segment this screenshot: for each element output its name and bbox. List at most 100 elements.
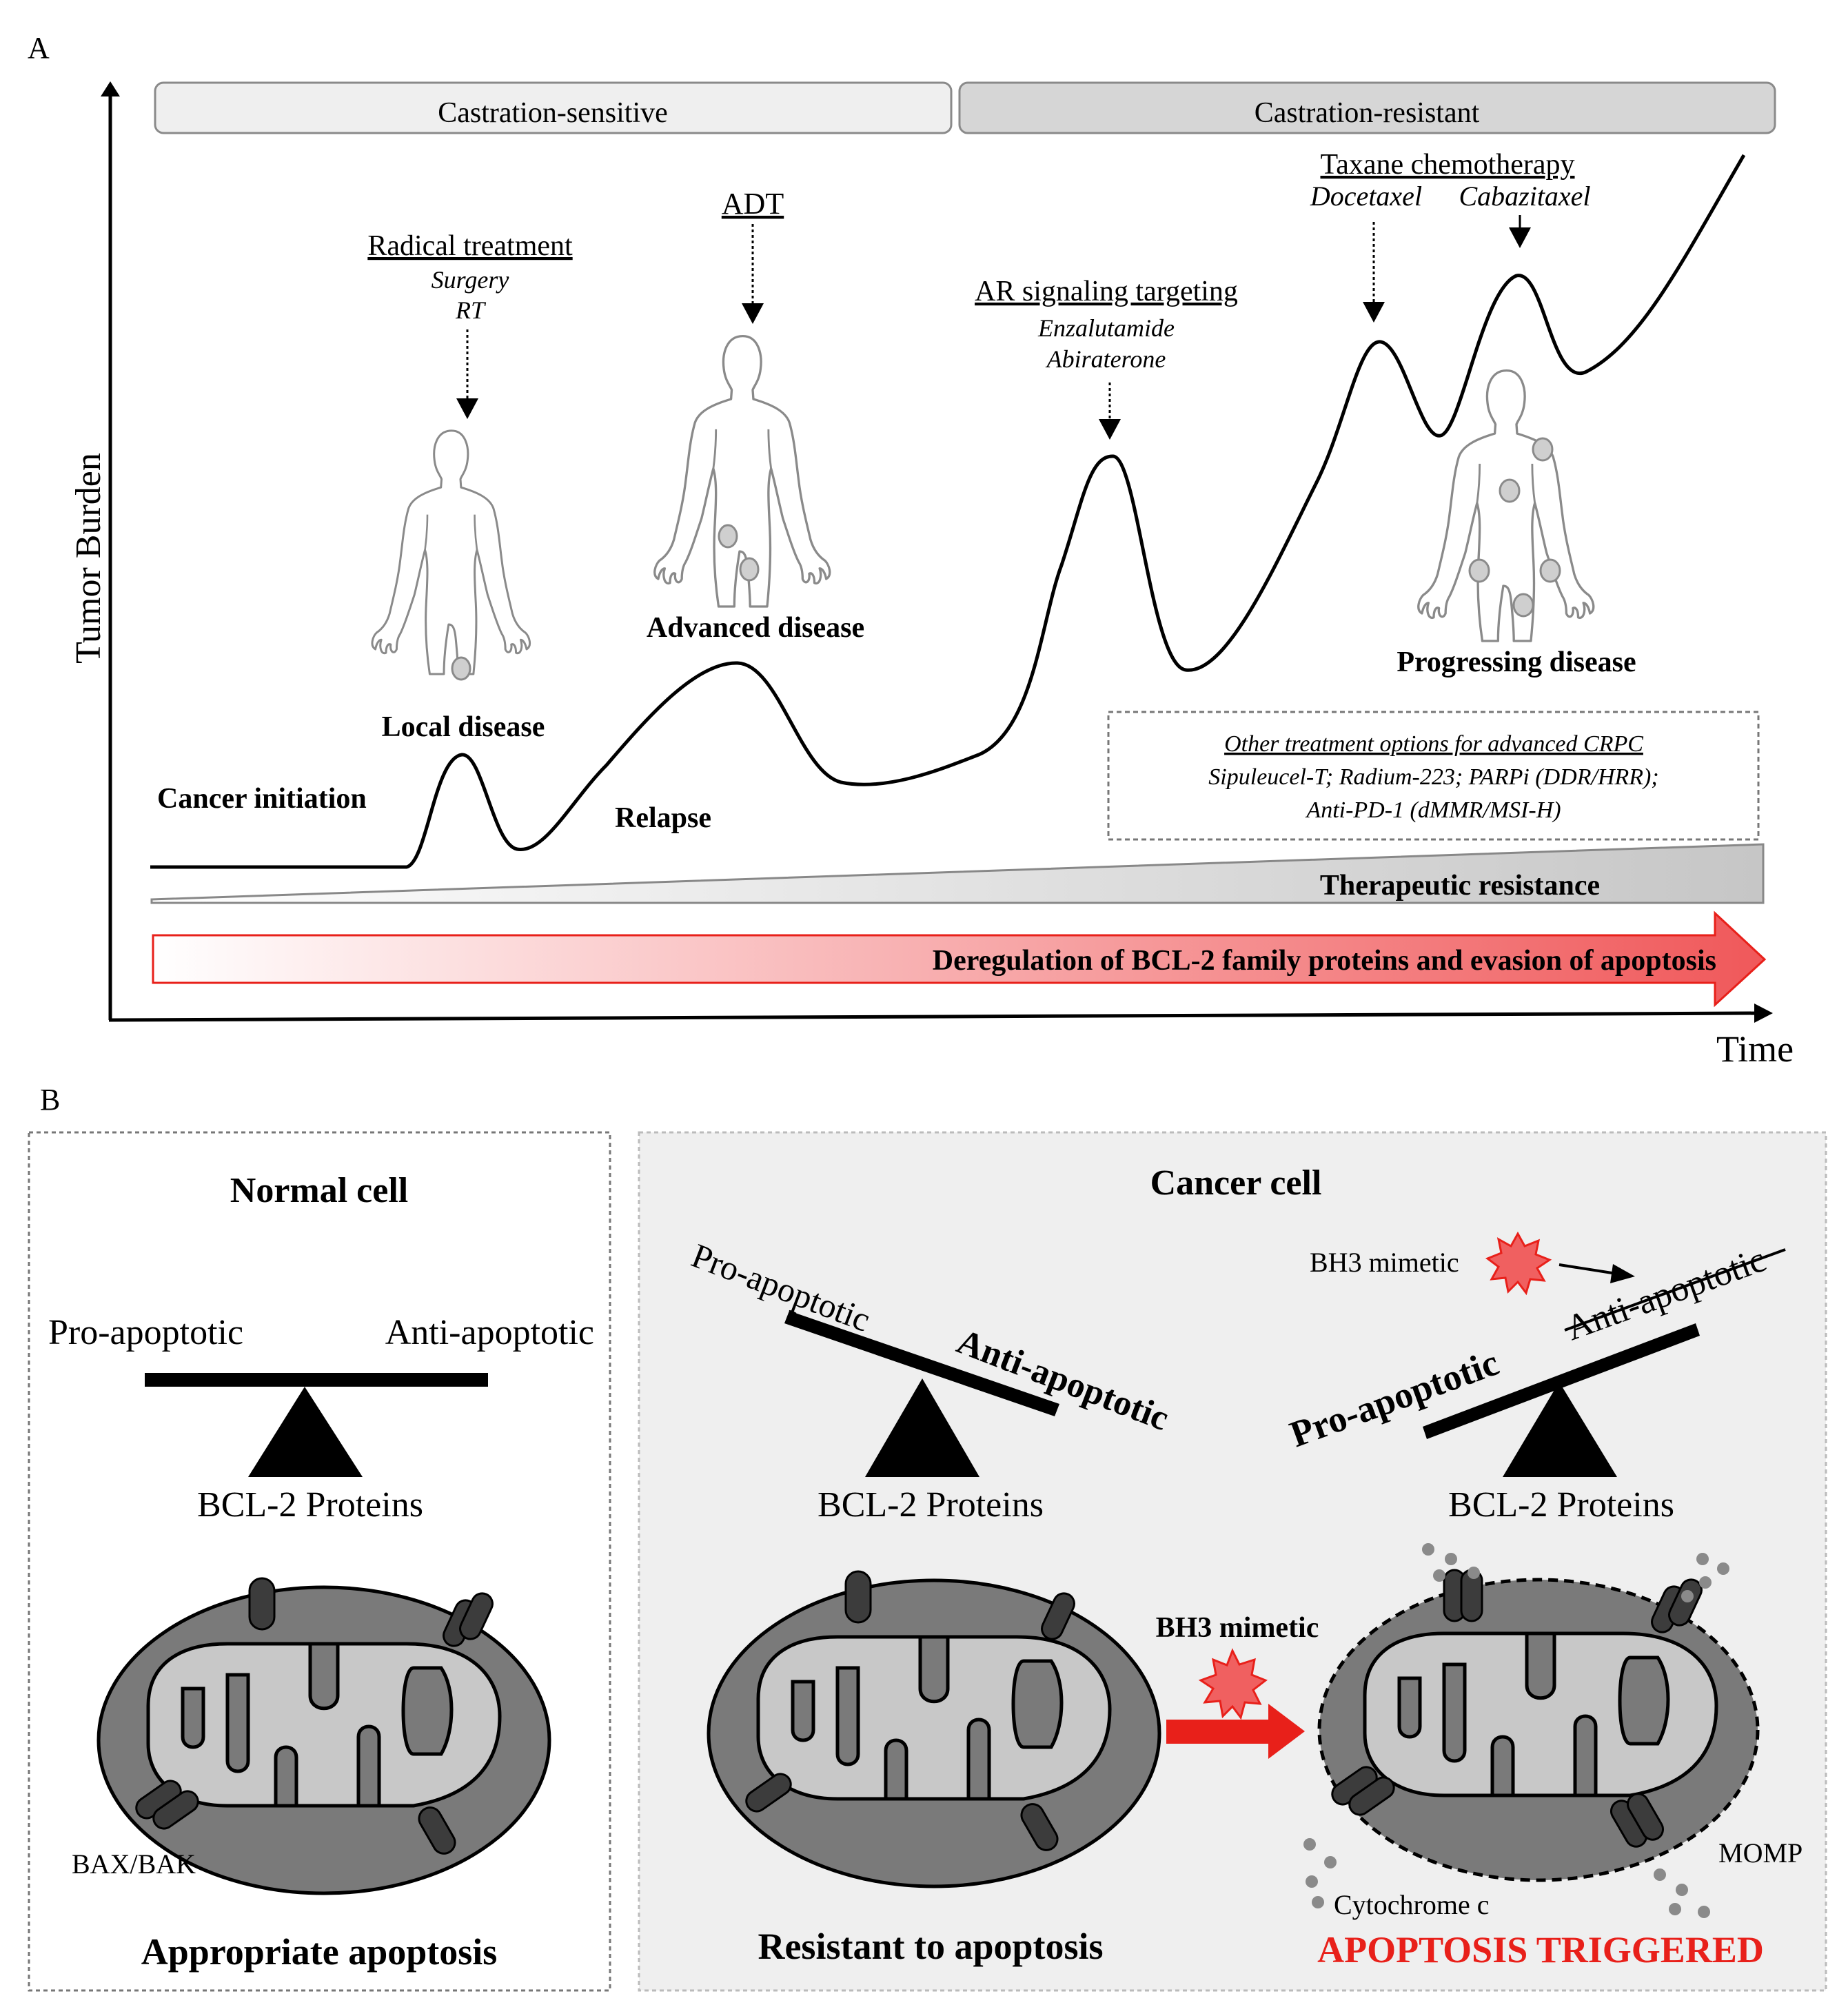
treatment-taxane-docetaxel: Docetaxel [1310,181,1422,212]
treatment-taxane-cabazitaxel: Cabazitaxel [1459,181,1590,212]
cytochrome-c-molecule [1696,1553,1709,1565]
normal-pro-apoptotic: Pro-apoptotic [48,1313,243,1352]
cytochrome-c-molecule [1717,1562,1729,1575]
normal-bcl2-proteins: BCL-2 Proteins [197,1485,423,1525]
tumor-metastasis [1499,478,1521,503]
stage-progressing-disease: Progressing disease [1397,646,1636,678]
treatment-ar-enzalutamide: Enzalutamide [1037,314,1175,342]
cytochrome-c-molecule [1433,1569,1445,1582]
balance-beam [784,1311,1059,1416]
bax-bak-pore [1627,1793,1664,1841]
arrowhead [1099,419,1121,440]
bax-bak-channel [152,1790,199,1830]
arrowhead [456,398,478,419]
treatment-ar: AR signaling targeting Enzalutamide Abir… [975,276,1238,440]
bh3-mimetic-small-label: BH3 mimetic [1310,1247,1459,1278]
bax-bak-channel [1041,1592,1075,1640]
body-progressing-disease [1417,369,1595,642]
panel-a-label: A [28,31,50,65]
tumor-burden-curve [150,154,1746,869]
normal-mitochondrion [97,1577,551,1895]
mito-crista [835,1666,860,1766]
deregulation-arrow [152,910,1767,1008]
mito-crista [1573,1714,1598,1797]
panel-b-label: B [40,1083,60,1117]
other-options-line1: Sipuleucel-T; Radium-223; PARPi (DDR/HRR… [1208,764,1658,790]
treatment-adt-title: ADT [722,187,784,221]
therapeutic-resistance-wedge [150,843,1765,904]
stage-cancer-initiation: Cancer initiation [157,783,367,815]
mito-crista [401,1666,454,1756]
tumor-prostate [451,656,471,681]
cancer-bcl2-proteins-right: BCL-2 Proteins [1448,1485,1674,1525]
stage-relapse: Relapse [615,802,711,834]
other-options-box [1107,711,1760,841]
bh3-mimetic-arrow-label: BH3 mimetic [1156,1612,1319,1644]
body-advanced-disease [653,334,831,608]
bax-bak-channel [459,1592,494,1640]
mito-crista [918,1635,950,1704]
balance-beam [1423,1323,1700,1439]
treatment-ar-abiraterone: Abiraterone [1046,345,1166,373]
cytochrome-c-molecule [1303,1838,1316,1851]
cytochrome-c-molecule [1312,1896,1324,1908]
treatment-taxane-title: Taxane chemotherapy [1320,149,1574,181]
bh3-inhibit-arrow-shaft [1558,1263,1617,1275]
mito-crista [225,1673,250,1773]
mito-crista [1490,1735,1515,1797]
cytochrome-c-molecule [1676,1884,1688,1896]
mito-crista [274,1745,298,1808]
cancer-cell-title: Cancer cell [1150,1163,1322,1203]
mito-crista [1011,1659,1064,1749]
mito-crista [1618,1655,1670,1746]
y-axis-arrowhead [101,81,120,96]
stage-local-disease: Local disease [382,711,545,743]
treatment-radical-rt: RT [455,296,487,324]
mito-crista [1397,1676,1422,1739]
tumor-node [718,524,738,549]
treatment-radical: Radical treatment Surgery RT [367,230,573,419]
normal-balance [145,1373,488,1477]
bax-bak-channel [844,1570,872,1624]
balance-fulcrum [1503,1382,1617,1477]
cancer-balance-right [1423,1323,1700,1477]
cancer-balance-left [784,1311,1059,1477]
x-axis-label: Time [1716,1028,1794,1070]
phase-sensitive-label: Castration-sensitive [438,97,668,129]
cytochrome-c-molecule [1468,1567,1480,1579]
bax-bak-label: BAX/BAK [72,1848,196,1879]
treatment-taxane: Taxane chemotherapy Docetaxel Cabazitaxe… [1310,149,1591,323]
bax-bak-pore [1668,1578,1703,1627]
cytochrome-c-molecule [1445,1553,1457,1565]
normal-cell-title: Normal cell [230,1171,408,1210]
treatment-adt: ADT [722,187,784,324]
mito-crista [356,1724,381,1808]
bh3-inhibit-arrowhead [1610,1264,1635,1283]
y-axis-label: Tumor Burden [69,453,108,664]
balance-fulcrum [248,1387,363,1477]
cytochrome-c-molecule [1699,1576,1712,1589]
tumor-metastasis [1532,437,1554,462]
cytochrome-c-molecule [1669,1903,1681,1915]
arrowhead [1509,227,1531,248]
phase-bar-sensitive [154,81,953,134]
normal-anti-apoptotic: Anti-apoptotic [385,1313,594,1352]
bax-bak-channel [1020,1803,1059,1851]
stage-advanced-disease: Advanced disease [647,612,864,644]
cytochrome-c-molecule [1698,1906,1710,1918]
bh3-mimetic-star-icon [1198,1648,1268,1720]
mito-crista [884,1738,908,1801]
mito-crista [1525,1631,1556,1700]
mito-crista [1442,1662,1467,1763]
cytochrome-c-label: Cytochrome c [1334,1889,1490,1920]
bax-bak-channel [745,1773,792,1813]
balance-beam [145,1373,488,1387]
cytochrome-c-molecule [1422,1543,1434,1556]
bax-bak-channel [248,1577,276,1631]
anti-apoptotic-strikethrough [1564,1248,1786,1332]
treatment-ar-title: AR signaling targeting [975,276,1238,307]
cytochrome-c-molecule [1324,1856,1337,1868]
tumor-metastasis [1468,558,1490,583]
other-options-title: Other treatment options for advanced CRP… [1224,731,1643,757]
